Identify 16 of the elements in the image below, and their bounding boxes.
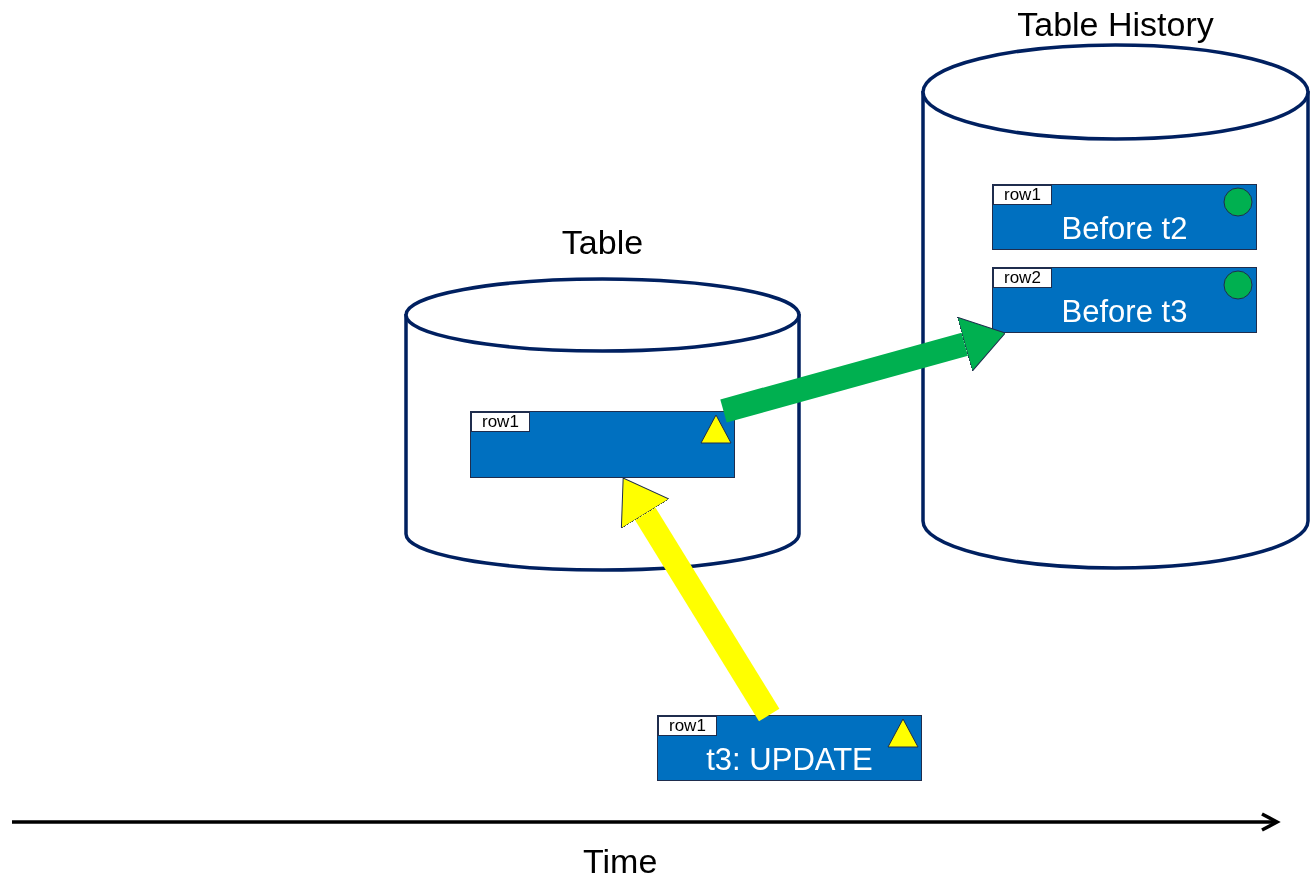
- cylinder-heading: Table: [560, 222, 645, 262]
- row-record: [992, 267, 1257, 333]
- row-record: [657, 715, 922, 781]
- row-tag: row1: [993, 185, 1052, 205]
- block-arrow: [620, 477, 780, 722]
- row-tag: row1: [658, 716, 717, 736]
- row-text: t3: UPDATE: [705, 742, 874, 778]
- row-tag: row2: [993, 268, 1052, 288]
- row-tag: row1: [471, 412, 530, 432]
- row-text: Before t3: [1060, 294, 1189, 330]
- cylinder-heading: Table History: [1016, 4, 1215, 44]
- axis-label: Time: [583, 842, 658, 881]
- row-record: [992, 184, 1257, 250]
- block-arrow: [720, 316, 1006, 423]
- row-text: Before t2: [1060, 211, 1189, 247]
- row-record: [470, 411, 735, 478]
